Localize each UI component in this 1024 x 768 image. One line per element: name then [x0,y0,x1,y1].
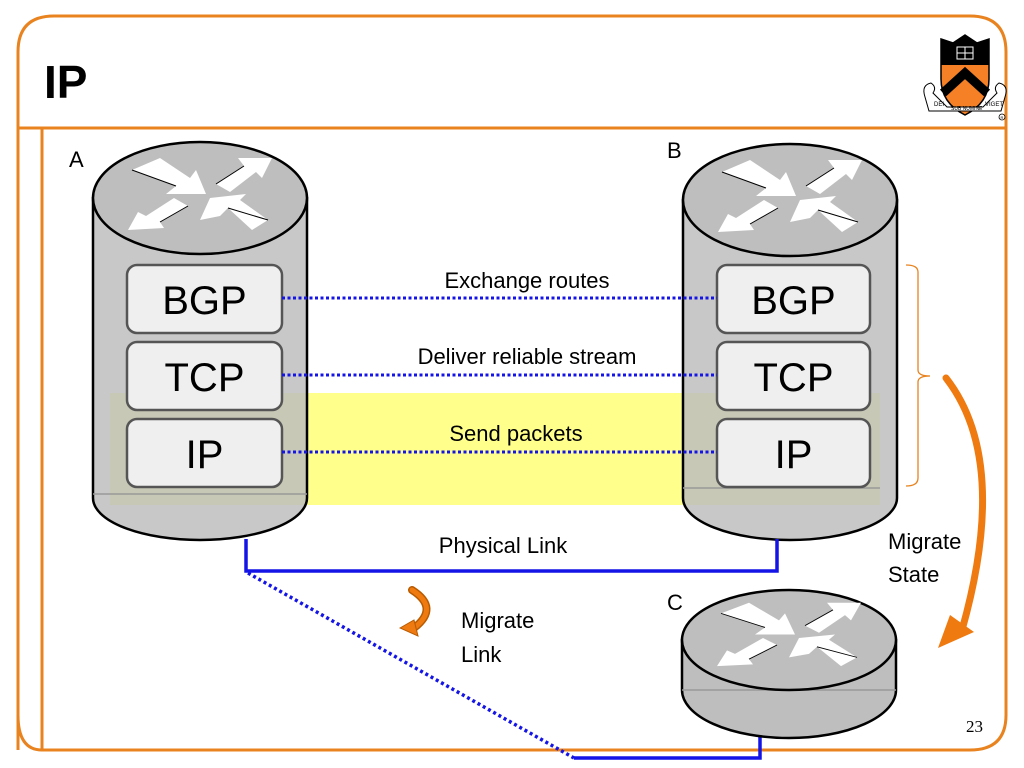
svg-text:TCP: TCP [165,356,245,400]
svg-text:VIGET: VIGET [985,102,1003,108]
migrate-state-arrowhead [938,615,974,648]
svg-text:DEI: DEI [934,102,944,108]
svg-text:IP: IP [775,433,813,477]
layer-box-tcp-a[interactable]: TCP [125,340,284,412]
page-number: 23 [966,717,983,736]
router-c-label: C [667,590,683,615]
svg-text:IP: IP [186,433,224,477]
frame-border [16,14,1008,752]
layer-box-ip-b[interactable]: IP [715,417,872,489]
physical-link [244,539,779,573]
migrate-state-arrow [942,374,987,634]
migrate-link-label-1: Migrate [461,608,534,633]
princeton-shield-icon: DEI SUB NUMINE VIGET R [923,34,1007,121]
svg-text:BGP: BGP [162,279,246,323]
migrate-link-arrow-icon [398,586,431,637]
slide-frame [16,14,1008,752]
layer-box-ip-a[interactable]: IP [125,417,284,489]
migrated-link-dotted [247,571,575,760]
layer-box-tcp-b[interactable]: TCP [715,340,872,412]
router-c-top [680,588,898,692]
router-a-top [91,140,309,256]
bgp-connection-label: Exchange routes [444,268,609,293]
svg-text:R: R [1001,115,1004,120]
ip-connection-label: Send packets [449,421,582,446]
router-b-top [681,142,899,258]
migrate-state-label-2: State [888,562,939,587]
svg-text:SUB NUMINE: SUB NUMINE [951,106,983,112]
svg-text:BGP: BGP [751,279,835,323]
router-b[interactable]: BGP TCP IP [681,142,899,542]
migrate-state-label-1: Migrate [888,529,961,554]
router-b-label: B [667,138,682,163]
migrated-link-solid [574,735,762,760]
router-c[interactable] [680,588,898,740]
state-bracket [905,264,931,487]
svg-text:TCP: TCP [754,356,834,400]
layer-box-bgp-a[interactable]: BGP [125,263,284,335]
tcp-connection-label: Deliver reliable stream [418,344,637,369]
router-a[interactable]: BGP TCP IP [91,140,309,542]
router-a-label: A [69,147,84,172]
migrate-link-label-2: Link [461,642,502,667]
layer-box-bgp-b[interactable]: BGP [715,263,872,335]
slide-title: IP [44,56,87,108]
physical-link-label: Physical Link [439,533,568,558]
